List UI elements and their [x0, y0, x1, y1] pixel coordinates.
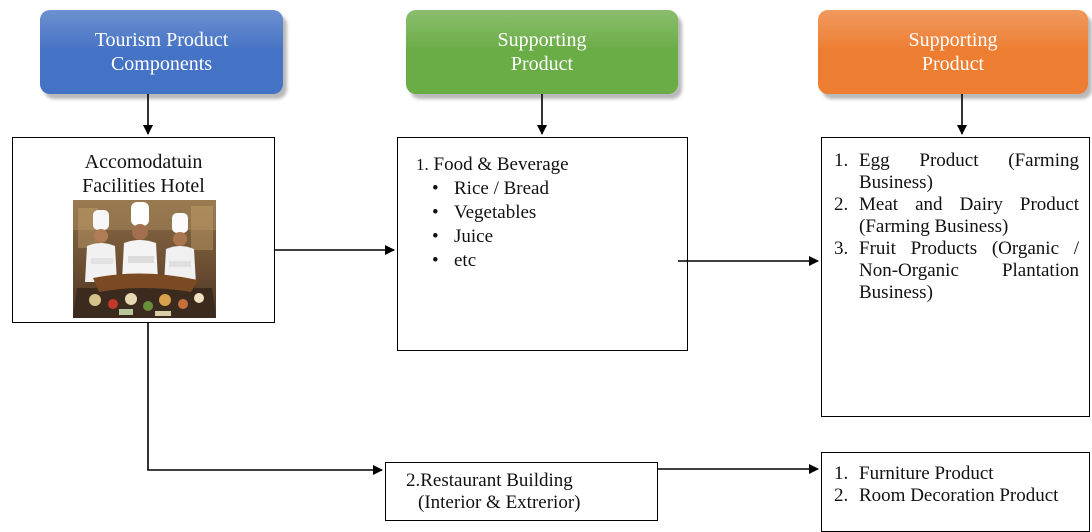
restaurant-building-box: 2.Restaurant Building (Interior & Extrer… — [385, 462, 658, 521]
arrow-hotel-to-restaurant — [147, 323, 383, 475]
food-item: Rice / Bread — [432, 178, 569, 200]
header-supporting-product-orange: Supporting Product — [818, 10, 1088, 94]
item-text: Fruit Products (Organic / Non-Organic Pl… — [859, 238, 1079, 303]
header-line-2: Product — [510, 53, 574, 75]
header-line-1: Supporting — [497, 29, 587, 51]
farming-products-box: 1. Egg Product (Farming Business) 2. Mea… — [821, 137, 1090, 417]
restaurant-line-1: 2.Restaurant Building — [406, 470, 573, 491]
item-number: 1. — [834, 150, 849, 171]
header-line-2: Product — [921, 53, 985, 75]
item-number: 3. — [834, 238, 849, 259]
list-item: 3. Fruit Products (Organic / Non-Organic… — [834, 238, 1079, 304]
hotel-title-line-1: Accomodatuin — [84, 151, 203, 173]
item-number: 2. — [834, 194, 849, 215]
chefs-photo — [73, 200, 216, 318]
header-tourism-product-components: Tourism Product Components — [40, 10, 283, 94]
list-item: 2. Room Decoration Product — [834, 485, 1079, 507]
list-item: 1. Furniture Product — [834, 463, 1079, 485]
header-line-1: Tourism Product — [94, 29, 229, 51]
food-title: Food & Beverage — [433, 154, 569, 175]
item-number: 2. — [834, 485, 849, 506]
furniture-products-box: 1. Furniture Product 2. Room Decoration … — [821, 452, 1090, 532]
hotel-box: Accomodatuin Facilities Hotel — [12, 137, 275, 323]
list-item: 2. Meat and Dairy Product (Farming Busin… — [834, 194, 1079, 238]
header-line-2: Components — [110, 53, 213, 75]
food-item: Vegetables — [432, 202, 569, 224]
hotel-title-line-2: Facilities Hotel — [82, 175, 205, 197]
header-supporting-product-green: Supporting Product — [406, 10, 678, 94]
list-item: 1. Egg Product (Farming Business) — [834, 150, 1079, 194]
item-number: 1. — [834, 463, 849, 484]
item-text: Egg Product (Farming Business) — [859, 150, 1079, 193]
item-text: Furniture Product — [859, 463, 994, 484]
header-line-1: Supporting — [908, 29, 998, 51]
food-item: etc — [432, 250, 569, 272]
item-text: Meat and Dairy Product (Farming Business… — [859, 194, 1079, 237]
food-beverage-box: 1. Food & Beverage Rice / Bread Vegetabl… — [397, 137, 688, 351]
restaurant-line-2: (Interior & Extrerior) — [418, 492, 581, 513]
food-number: 1. — [416, 155, 429, 174]
food-item: Juice — [432, 226, 569, 248]
food-heading: 1. Food & Beverage — [416, 154, 569, 176]
item-text: Room Decoration Product — [859, 485, 1059, 506]
